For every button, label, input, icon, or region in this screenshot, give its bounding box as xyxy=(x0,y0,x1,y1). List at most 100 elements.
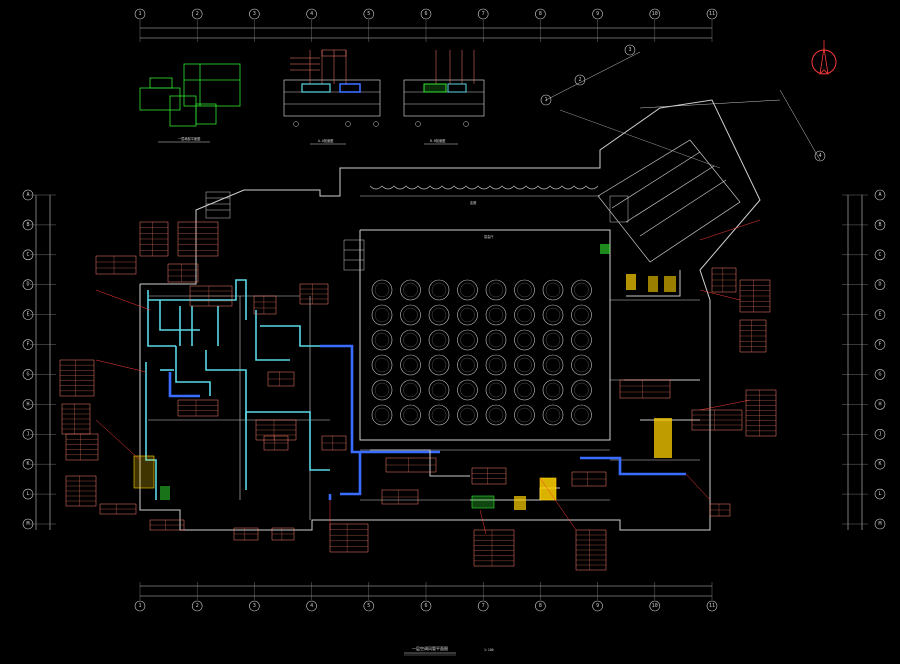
svg-text:4: 4 xyxy=(310,603,313,609)
grid-bubble-bottom: 11 xyxy=(706,600,718,612)
svg-text:9: 9 xyxy=(596,603,599,609)
banquet-table xyxy=(485,404,507,426)
grid-bubble-bottom: 5 xyxy=(363,600,375,612)
banquet-table xyxy=(428,379,450,401)
banquet-table xyxy=(371,354,393,376)
grid-lines xyxy=(30,20,868,600)
rotated-wing xyxy=(545,51,821,263)
svg-text:8: 8 xyxy=(539,11,542,17)
grid-bubble-top: 3 xyxy=(249,8,260,20)
svg-text:5: 5 xyxy=(367,11,370,17)
banquet-table xyxy=(371,379,393,401)
grid-bubble-rotated: 3 xyxy=(624,44,636,56)
grid-bubble-bottom: 2 xyxy=(191,600,203,612)
air-handling-units xyxy=(133,244,676,510)
banquet-table xyxy=(485,379,507,401)
grid-bubble-bottom: 8 xyxy=(535,600,546,612)
grid-bubble-right: A xyxy=(874,189,886,201)
svg-text:J: J xyxy=(26,431,29,437)
svg-text:B: B xyxy=(878,222,881,228)
banquet-table xyxy=(571,404,592,426)
banquet-table xyxy=(400,379,421,401)
svg-text:E: E xyxy=(26,312,29,318)
grid-bubble-left: A xyxy=(22,189,34,201)
banquet-table xyxy=(571,379,592,401)
svg-text:4: 4 xyxy=(818,153,821,159)
grid-bubble-top: 2 xyxy=(191,8,203,20)
grid-bubble-right: F xyxy=(874,339,886,350)
svg-text:6: 6 xyxy=(424,11,427,17)
grid-bubble-left: L xyxy=(22,488,34,500)
grid-bubble-bottom: 7 xyxy=(477,600,489,612)
grid-bubble-top: 11 xyxy=(706,8,718,20)
annotation-block xyxy=(473,529,515,567)
banquet-table xyxy=(485,354,507,376)
banquet-table xyxy=(571,304,592,326)
svg-text:11: 11 xyxy=(709,603,715,609)
svg-text:K: K xyxy=(26,461,29,467)
svg-text:H: H xyxy=(878,401,881,407)
svg-text:M: M xyxy=(26,521,29,527)
banquet-table xyxy=(571,354,592,376)
banquet-table xyxy=(428,329,450,351)
annotation-block xyxy=(471,467,507,485)
grid-bubble-left: G xyxy=(22,369,34,380)
svg-text:K: K xyxy=(878,461,881,467)
banquet-table xyxy=(371,279,393,301)
grid-bubble-top: 9 xyxy=(592,8,603,20)
banquet-table xyxy=(400,304,421,326)
banquet-table xyxy=(542,304,564,326)
svg-text:2: 2 xyxy=(196,603,199,609)
svg-text:7: 7 xyxy=(482,603,485,609)
grid-bubble-top: 6 xyxy=(420,8,432,20)
inset-plan xyxy=(139,63,241,127)
stairs xyxy=(205,191,629,271)
grid-bubble-top: 1 xyxy=(134,8,146,20)
grid-bubble-right: C xyxy=(874,249,886,261)
grid-bubble-left: M xyxy=(22,518,34,530)
inset-title: 一层局部平面图 xyxy=(178,136,200,141)
banquet-table xyxy=(457,404,478,426)
svg-text:A: A xyxy=(26,192,29,198)
svg-text:C: C xyxy=(26,252,29,258)
grid-bubble-right: G xyxy=(874,369,886,380)
annotation-block xyxy=(167,263,199,283)
building-walls xyxy=(139,99,761,531)
banquet-table xyxy=(428,354,450,376)
banquet-table xyxy=(400,329,421,351)
annotation-blocks xyxy=(59,221,777,571)
grid-bubble-bottom: 10 xyxy=(649,600,661,612)
grid-bubble-right: K xyxy=(874,458,886,470)
grid-bubble-top: 7 xyxy=(477,8,489,20)
banquet-table xyxy=(485,279,507,301)
svg-text:G: G xyxy=(26,371,29,377)
svg-text:E: E xyxy=(878,312,881,318)
banquet-table xyxy=(514,279,535,301)
hall-label: 宴会厅 xyxy=(484,234,494,239)
banquet-table xyxy=(428,404,450,426)
svg-text:1: 1 xyxy=(138,11,141,17)
grid-bubble-left: K xyxy=(22,458,34,470)
grid-bubble-top: 4 xyxy=(306,8,317,20)
annotation-block xyxy=(65,433,99,461)
grid-bubble-right: D xyxy=(874,279,886,291)
svg-text:4: 4 xyxy=(310,11,313,17)
detail-a xyxy=(283,49,381,127)
banquet-table xyxy=(457,304,478,326)
banquet-table xyxy=(514,404,535,426)
svg-text:10: 10 xyxy=(652,603,658,609)
annotation-block xyxy=(253,295,277,315)
banquet-table xyxy=(457,379,478,401)
svg-text:J: J xyxy=(878,431,881,437)
banquet-table xyxy=(400,279,421,301)
grid-bubble-right: L xyxy=(874,488,886,500)
grid-bubble-left: E xyxy=(22,309,34,320)
svg-text:D: D xyxy=(26,282,29,288)
supply-ducts xyxy=(145,279,330,500)
svg-text:1: 1 xyxy=(544,97,547,103)
grid-bubble-bottom: 1 xyxy=(134,600,146,612)
grid-bubble-rotated: 4 xyxy=(814,150,826,162)
